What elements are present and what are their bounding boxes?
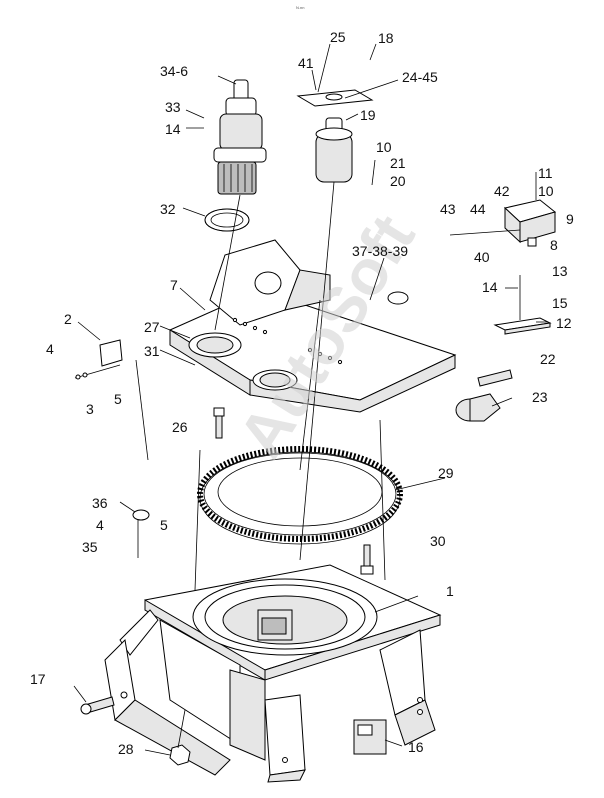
callout-25: 25: [330, 29, 346, 45]
pin-sleeve-assembly: [296, 89, 376, 561]
callout-5b: 5: [160, 517, 168, 533]
callout-4a: 4: [46, 341, 54, 357]
callout-33: 33: [165, 99, 181, 115]
callout-23: 23: [532, 389, 548, 405]
callout-12: 12: [556, 315, 572, 331]
callout-40: 40: [474, 249, 490, 265]
rotating-frame: [168, 239, 457, 413]
slewing-ring: [197, 446, 403, 545]
callout-43: 43: [440, 201, 456, 217]
callout-30: 30: [430, 533, 446, 549]
callout-29: 29: [438, 465, 454, 481]
callout-20: 20: [390, 173, 406, 189]
callout-labels: 25 18 41 34-6 24-45 33 19 14 10 21 20 11…: [30, 29, 574, 757]
callout-8: 8: [550, 237, 558, 253]
callout-28: 28: [118, 741, 134, 757]
small-plate-left: [74, 339, 123, 380]
callout-17: 17: [30, 671, 46, 687]
callout-34-6: 34-6: [160, 63, 188, 79]
callout-14a: 14: [165, 121, 181, 137]
callout-7: 7: [170, 277, 178, 293]
callout-16: 16: [408, 739, 424, 755]
callout-21: 21: [390, 155, 406, 171]
fasteners: [80, 208, 513, 766]
callout-35: 35: [82, 539, 98, 555]
bracket-box: [449, 199, 557, 247]
callout-18: 18: [378, 30, 394, 46]
callout-10b: 10: [538, 183, 554, 199]
callout-2: 2: [64, 311, 72, 327]
callout-3: 3: [86, 401, 94, 417]
callout-24-45: 24-45: [402, 69, 438, 85]
callout-1: 1: [446, 583, 454, 599]
callout-32: 32: [160, 201, 176, 217]
callout-9: 9: [566, 211, 574, 227]
callout-42: 42: [494, 183, 510, 199]
callout-22: 22: [540, 351, 556, 367]
base-frame: [104, 564, 442, 783]
callout-10a: 10: [376, 139, 392, 155]
callout-19: 19: [360, 107, 376, 123]
leader-lines: [73, 43, 548, 756]
callout-4b: 4: [96, 517, 104, 533]
drive-shaft-assembly: [204, 79, 267, 331]
callout-5a: 5: [114, 391, 122, 407]
callout-41: 41: [298, 55, 314, 71]
callout-13: 13: [552, 263, 568, 279]
callout-26: 26: [172, 419, 188, 435]
callout-37-38-39: 37-38-39: [352, 243, 408, 259]
callout-36: 36: [92, 495, 108, 511]
callout-15: 15: [552, 295, 568, 311]
callout-14b: 14: [482, 279, 498, 295]
clip-plate: [493, 275, 552, 335]
header-mark: N.nn: [296, 5, 304, 10]
callout-11: 11: [538, 165, 553, 181]
callout-31: 31: [144, 343, 160, 359]
callout-44: 44: [470, 201, 486, 217]
callout-27: 27: [144, 319, 160, 335]
